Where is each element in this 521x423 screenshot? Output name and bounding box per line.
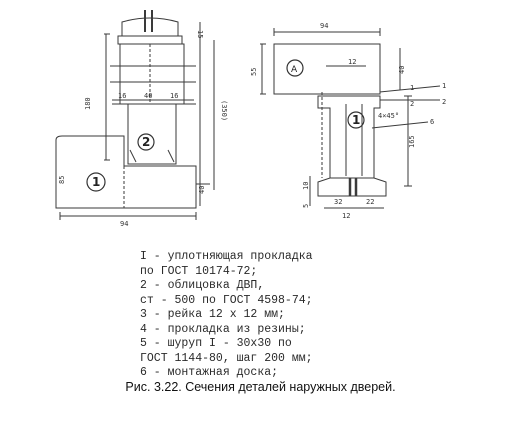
legend-line: ГОСТ 1144-80, шаг 200 мм; (140, 351, 313, 365)
dim-right-40: 40 (398, 66, 406, 74)
callout-label-a: А (291, 65, 298, 75)
parts-legend: I - уплотняющая прокладка по ГОСТ 10174-… (140, 250, 400, 381)
callout-circle-2 (137, 133, 155, 151)
dim-right-12b: 12 (342, 212, 350, 220)
dim-right-32: 32 (334, 198, 342, 206)
figure-caption: Рис. 3.22. Сечения деталей наружных двер… (125, 380, 396, 394)
legend-line: 5 - шуруп I - 30х30 по (140, 337, 292, 350)
leader-label-1: 1 (442, 82, 446, 90)
callout-circle-1-left (86, 172, 106, 192)
dim-left-16a: 16 (118, 92, 126, 100)
left-top-cap (121, 17, 179, 37)
right-door-leaf (317, 95, 381, 179)
callout-circle-1-right (347, 111, 365, 129)
dim-right-10: 10 (302, 182, 310, 190)
left-frame-piece (55, 135, 197, 209)
left-post-lower (127, 103, 177, 165)
dim-right-chamfer: 4×45° (378, 112, 399, 120)
legend-line: по ГОСТ 10174-72; (140, 264, 258, 278)
dim-right-55: 55 (250, 68, 258, 76)
legend-line: 4 - прокладка из резины; (140, 322, 306, 336)
left-strip (117, 35, 183, 45)
legend-line: I - уплотняющая прокладка (140, 250, 313, 263)
legend-line: 6 - монтажная доска; (140, 366, 279, 379)
dim-right-165: 165 (408, 135, 416, 148)
callout-label-1-right: 1 (352, 113, 360, 127)
legend-line: 3 - рейка 12 х 12 мм; (140, 308, 285, 321)
dim-left-16b: 16 (170, 92, 178, 100)
dim-left-94: 94 (120, 220, 128, 228)
callout-label-2: 2 (142, 135, 150, 149)
dim-left-15: 15 (196, 30, 204, 38)
leader-label-6: 6 (430, 118, 434, 126)
legend-line: ст - 500 по ГОСТ 4598-74; (140, 293, 313, 307)
technical-drawing: 2 1 А 1 15 180 (350) 16 40 16 85 40 94 9… (55, 10, 446, 228)
dim-right-5: 5 (302, 204, 310, 208)
dim-left-180: 180 (84, 97, 92, 110)
dim-right-r1: 1 (410, 84, 414, 92)
leader-label-2: 2 (442, 98, 446, 106)
dim-right-22: 22 (366, 198, 374, 206)
dim-right-94: 94 (320, 22, 328, 30)
dim-left-40b: 40 (198, 186, 206, 194)
dim-left-350: (350) (220, 100, 228, 121)
dim-right-12: 12 (348, 58, 356, 66)
legend-line: 2 - облицовка ДВП, (140, 279, 265, 292)
callout-label-1-left: 1 (92, 175, 100, 189)
dim-left-85: 85 (58, 176, 66, 184)
right-plate-a (273, 43, 381, 95)
right-sill (317, 177, 387, 197)
dim-right-r2: 2 (410, 100, 414, 108)
callout-circle-a (286, 59, 304, 77)
dim-left-40: 40 (144, 92, 152, 100)
